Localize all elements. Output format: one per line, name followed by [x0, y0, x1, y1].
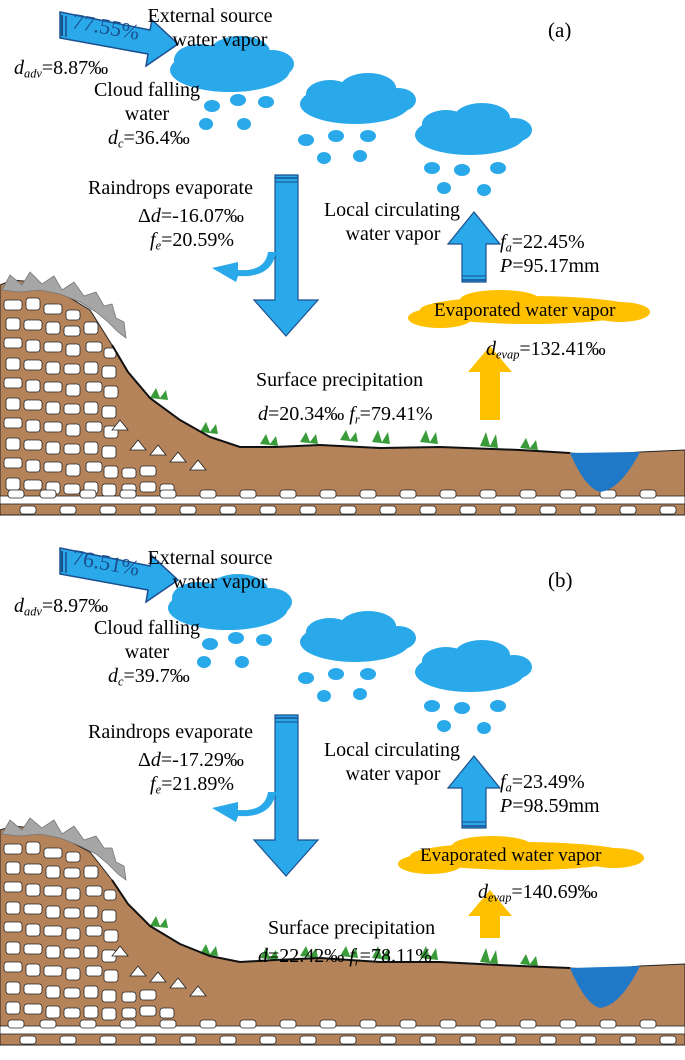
external-source-label-line1: External source: [147, 5, 273, 27]
d-adv-formula: dadv=8.87‰: [14, 57, 109, 81]
fa-formula: fa=22.45%: [500, 231, 585, 255]
p-formula: P=95.17mm: [500, 255, 600, 277]
fe-formula: fe=20.59%: [150, 229, 235, 253]
cloud-falling-label-line2: water: [124, 103, 170, 125]
panel-label: (b): [548, 568, 573, 592]
grass-tufts: [150, 388, 538, 450]
external-source-label-line2: water vapor: [172, 571, 268, 593]
devap-formula: devap=140.69‰: [478, 881, 598, 905]
external-source-arrow: [59, 547, 180, 604]
raindrops: [199, 94, 506, 196]
panel-a: 77.55% External source water vapor dadv=…: [0, 5, 685, 516]
precipitation-down-arrow: [252, 714, 320, 877]
cloud-large: [168, 574, 292, 630]
cloud-falling-label-line2: water: [124, 641, 170, 663]
evaporation-up-arrow: [468, 346, 512, 420]
surface-d-fr-formula: d=22.42‰ fr=78.11%: [258, 945, 432, 969]
dc-formula: dc=39.7‰: [108, 665, 190, 689]
water-pond: [570, 452, 640, 492]
panel-a-graphics: [0, 11, 685, 516]
surface-precipitation-label: Surface precipitation: [268, 917, 436, 939]
fe-formula: fe=21.89%: [150, 773, 235, 797]
d-adv-formula: dadv=8.97‰: [14, 595, 109, 619]
evaporated-vapor-cloud: [398, 836, 644, 874]
raindrops: [197, 632, 506, 734]
delta-d-formula: Δd=-16.07‰: [138, 205, 244, 227]
panel-b: 76.51% External source water vapor dadv=…: [0, 530, 685, 1060]
panel-label: (a): [548, 18, 572, 42]
evaporation-curved-arrow: [212, 792, 276, 822]
external-source-label-line2: water vapor: [172, 29, 268, 51]
evaporated-vapor-cloud: [408, 290, 650, 328]
evaporated-vapor-label: Evaporated water vapor: [434, 300, 616, 321]
local-circulating-label-line1: Local circulating: [323, 739, 461, 761]
raindrops-evaporate-label: Raindrops evaporate: [88, 177, 253, 199]
external-source-arrow: [59, 11, 180, 68]
cloud-small: [415, 103, 532, 155]
local-circulation-up-arrow: [446, 755, 502, 829]
evaporation-up-arrow: [468, 890, 512, 938]
cloud-small: [415, 640, 532, 692]
cloud-medium: [300, 611, 416, 662]
evaporated-vapor-label: Evaporated water vapor: [420, 845, 602, 866]
water-pond: [570, 966, 640, 1008]
local-circulating-label-line2: water vapor: [345, 763, 441, 785]
gray-rock-cap: [1, 817, 127, 881]
rock-pattern: [0, 841, 685, 1045]
local-circulating-label-line1: Local circulating: [323, 199, 461, 221]
ground-surface-line: [111, 344, 571, 454]
delta-d-formula: Δd=-17.29‰: [138, 749, 244, 771]
p-formula: P=98.59mm: [500, 795, 600, 817]
surface-d-fr-formula: d=20.34‰ fr=79.41%: [258, 403, 433, 427]
ground-surface-line: [111, 879, 571, 969]
fa-formula: fa=23.49%: [500, 771, 585, 795]
dc-formula: dc=36.4‰: [108, 127, 190, 151]
precipitation-down-arrow: [252, 174, 320, 337]
cloud-medium: [300, 73, 416, 124]
local-circulating-label-line2: water vapor: [345, 223, 441, 245]
panel-b-graphics: [0, 547, 685, 1046]
rock-pattern: [0, 297, 685, 515]
evaporation-curved-arrow: [212, 252, 276, 282]
local-circulation-up-arrow: [446, 211, 502, 283]
surface-precipitation-label: Surface precipitation: [256, 369, 424, 391]
external-source-label-line1: External source: [147, 547, 273, 569]
gray-rock-cap: [1, 271, 127, 339]
cloud-large: [170, 36, 294, 92]
grass-tufts: [150, 916, 538, 966]
cloud-falling-label-line1: Cloud falling: [93, 79, 201, 101]
devap-formula: devap=132.41‰: [486, 338, 606, 362]
cloud-falling-label-line1: Cloud falling: [93, 617, 201, 639]
raindrops-evaporate-label: Raindrops evaporate: [88, 721, 253, 743]
